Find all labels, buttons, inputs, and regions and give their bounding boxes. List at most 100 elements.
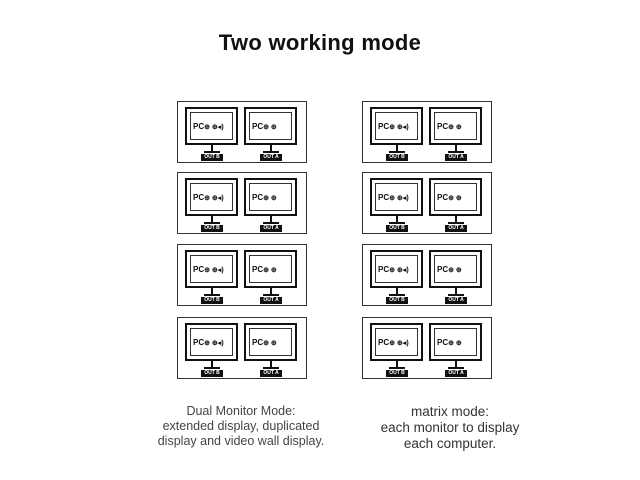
output-tag: OUT B [201, 225, 223, 232]
output-tag: OUT A [445, 225, 467, 232]
monitor-base [263, 367, 279, 369]
monitor-stand [455, 361, 457, 367]
output-tag: OUT B [386, 154, 408, 161]
pc-label: PC [378, 193, 390, 202]
monitor-icon: PC⊕ ⊕ [244, 323, 297, 361]
output-tag: OUT A [260, 225, 282, 232]
monitor-label: PC⊕ ⊕◂) [193, 338, 224, 347]
monitor-label: PC⊕ ⊕ [252, 193, 277, 202]
monitor-base [448, 222, 464, 224]
monitor-base [389, 151, 405, 153]
monitor-label: PC⊕ ⊕ [437, 338, 462, 347]
monitor-icon: PC⊕ ⊕◂) [370, 250, 423, 288]
monitor-label: PC⊕ ⊕◂) [378, 338, 409, 347]
monitor-base [204, 222, 220, 224]
port-icons: ⊕ ⊕ [448, 124, 462, 131]
monitor-stand [270, 216, 272, 222]
monitor-stand [270, 145, 272, 151]
monitor-stand [270, 288, 272, 294]
page-title: Two working mode [218, 30, 422, 55]
pc-label: PC [193, 338, 205, 347]
pc-label: PC [252, 338, 264, 347]
dual-monitor-mode-caption: Dual Monitor Mode: extended display, dup… [126, 404, 356, 449]
monitor-screen [375, 112, 418, 140]
monitor-icon: PC⊕ ⊕ [429, 107, 482, 145]
monitor-stand [396, 361, 398, 367]
monitor-screen [434, 112, 477, 140]
monitor-base [263, 222, 279, 224]
port-icons: ⊕ ⊕ [263, 340, 277, 347]
monitor-screen [434, 255, 477, 283]
monitor-label: PC⊕ ⊕ [252, 265, 277, 274]
monitor-base [389, 294, 405, 296]
monitor-stand [211, 216, 213, 222]
port-icons: ⊕ ⊕ [263, 195, 277, 202]
monitor-label: PC⊕ ⊕ [252, 338, 277, 347]
monitor-base [204, 367, 220, 369]
port-icons: ⊕ ⊕◂) [389, 267, 409, 274]
monitor-label: PC⊕ ⊕ [437, 193, 462, 202]
monitor-screen [249, 112, 292, 140]
pc-label: PC [437, 193, 449, 202]
port-icons: ⊕ ⊕◂) [204, 195, 224, 202]
output-tag: OUT B [201, 370, 223, 377]
monitor-icon: PC⊕ ⊕ [244, 107, 297, 145]
output-tag: OUT B [386, 297, 408, 304]
pc-label: PC [378, 265, 390, 274]
output-tag: OUT A [260, 154, 282, 161]
pc-label: PC [378, 122, 390, 131]
output-tag: OUT A [445, 297, 467, 304]
monitor-screen [434, 328, 477, 356]
monitor-stand [396, 145, 398, 151]
caption-line: Dual Monitor Mode: [186, 404, 296, 418]
port-icons: ⊕ ⊕ [448, 267, 462, 274]
port-icons: ⊕ ⊕ [448, 340, 462, 347]
monitor-screen [375, 183, 418, 211]
port-icons: ⊕ ⊕◂) [389, 124, 409, 131]
caption-line: each computer. [403, 436, 497, 451]
monitor-screen [249, 255, 292, 283]
monitor-label: PC⊕ ⊕◂) [193, 193, 224, 202]
monitor-label: PC⊕ ⊕◂) [193, 122, 224, 131]
monitor-base [263, 151, 279, 153]
pc-label: PC [437, 122, 449, 131]
monitor-stand [455, 145, 457, 151]
port-icons: ⊕ ⊕ [263, 267, 277, 274]
port-icons: ⊕ ⊕◂) [204, 340, 224, 347]
monitor-stand [211, 288, 213, 294]
caption-line: matrix mode: [410, 404, 490, 419]
pc-label: PC [252, 193, 264, 202]
monitor-base [263, 294, 279, 296]
monitor-screen [190, 255, 233, 283]
monitor-icon: PC⊕ ⊕ [429, 323, 482, 361]
output-tag: OUT A [260, 370, 282, 377]
monitor-label: PC⊕ ⊕◂) [378, 265, 409, 274]
monitor-label: PC⊕ ⊕◂) [378, 122, 409, 131]
output-tag: OUT A [445, 370, 467, 377]
port-icons: ⊕ ⊕◂) [389, 340, 409, 347]
monitor-base [448, 151, 464, 153]
monitor-stand [396, 288, 398, 294]
monitor-icon: PC⊕ ⊕ [244, 250, 297, 288]
monitor-stand [211, 361, 213, 367]
monitor-stand [455, 288, 457, 294]
output-tag: OUT B [386, 225, 408, 232]
monitor-label: PC⊕ ⊕ [252, 122, 277, 131]
monitor-stand [455, 216, 457, 222]
monitor-icon: PC⊕ ⊕ [429, 178, 482, 216]
pc-label: PC [437, 265, 449, 274]
monitor-label: PC⊕ ⊕◂) [378, 193, 409, 202]
monitor-label: PC⊕ ⊕ [437, 122, 462, 131]
output-tag: OUT A [445, 154, 467, 161]
monitor-icon: PC⊕ ⊕ [429, 250, 482, 288]
monitor-base [448, 367, 464, 369]
monitor-icon: PC⊕ ⊕◂) [185, 107, 238, 145]
port-icons: ⊕ ⊕ [448, 195, 462, 202]
monitor-label: PC⊕ ⊕◂) [193, 265, 224, 274]
pc-label: PC [193, 193, 205, 202]
